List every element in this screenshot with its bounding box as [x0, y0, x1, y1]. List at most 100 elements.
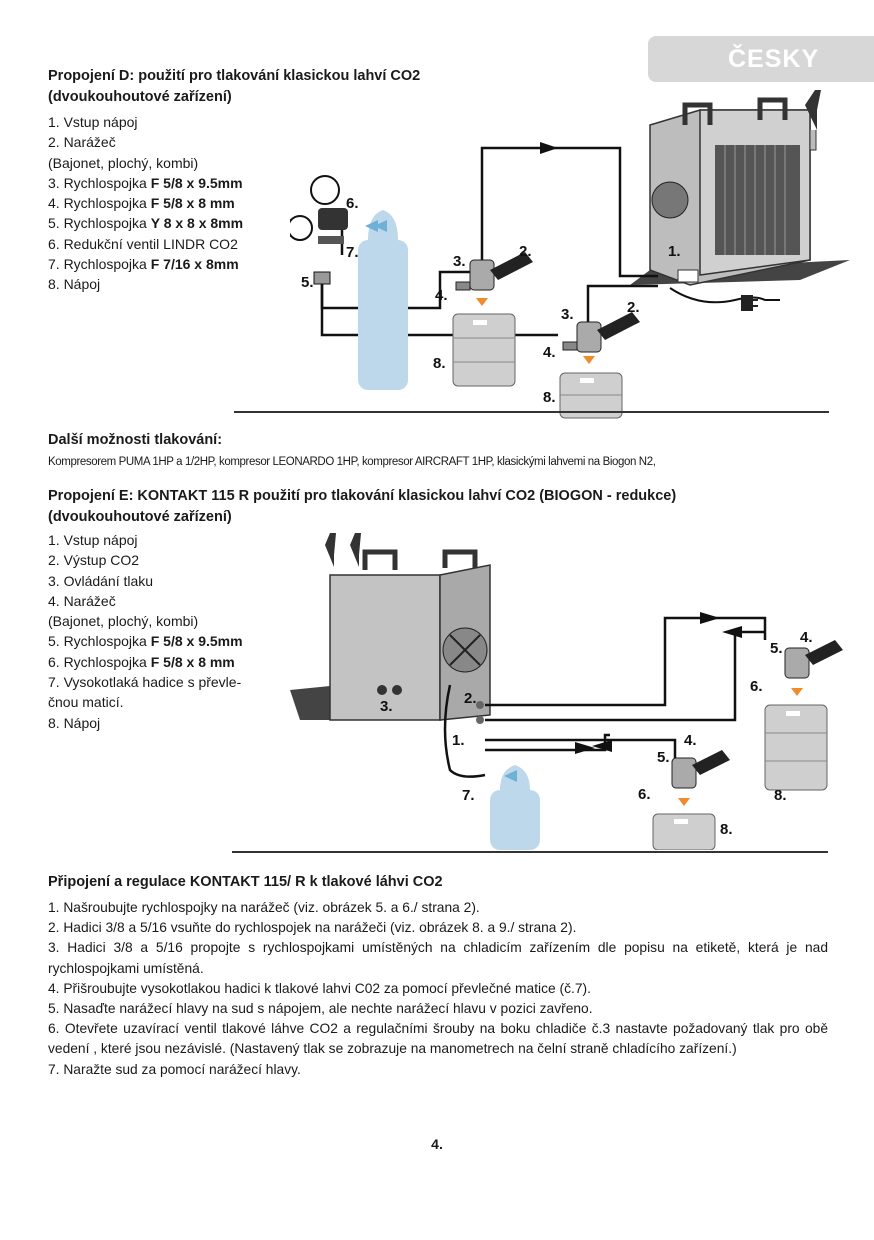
power-cable — [669, 287, 780, 304]
step-item: 7. Naražte sud za pomocí narážecí hlavy. — [48, 1061, 301, 1077]
diagram-d-label-4a: 4. — [435, 287, 448, 304]
power-plug-icon — [741, 295, 758, 311]
list-item-text: 7. Vysokotlaká hadice s převle- — [48, 674, 242, 691]
diagram-e-label-7: 7. — [462, 787, 475, 804]
list-item: 1. Vstup nápoj — [48, 530, 243, 550]
list-item-text: 7. Rychlospojka — [48, 256, 151, 273]
co2-bottle — [358, 210, 408, 390]
diagram-d-label-2a: 2. — [519, 243, 532, 260]
section-d-title-line1: Propojení D: použití pro tlakování klasi… — [48, 68, 421, 84]
diagram-d-label-5: 5. — [301, 274, 314, 291]
list-item-text: čnou maticí. — [48, 694, 124, 711]
list-item: (Bajonet, plochý, kombi) — [48, 153, 243, 173]
page-number: 4. — [431, 1136, 443, 1152]
list-item-text: 3. Ovládání tlaku — [48, 572, 154, 589]
step-item: 5. Nasaďte narážecí hlavy na sud s nápoj… — [48, 1001, 593, 1017]
list-item: 6. Redukční ventil LINDR CO2 — [48, 234, 243, 254]
keg-coupler — [784, 640, 843, 696]
list-item: 5. Rychlospojka Y 8 x 8 x 8mm — [48, 213, 243, 233]
list-item-text: 5. Rychlospojka — [48, 215, 151, 232]
y-coupling — [313, 271, 331, 285]
language-tab: ČESKY — [648, 36, 874, 82]
arrow-up-icon — [476, 298, 488, 306]
flow-arrows — [575, 612, 742, 754]
hoses — [443, 616, 767, 788]
diagram-d-label-3b: 3. — [561, 306, 574, 323]
connect-steps-list: 1. Našroubujte rychlospojky na narážeč (… — [48, 898, 828, 1080]
list-item: 7. Rychlospojka F 7/16 x 8mm — [48, 254, 243, 274]
pressure-knob — [377, 685, 387, 695]
diagram-e-label-8b: 8. — [720, 821, 733, 838]
diagram-e-label-5a: 5. — [770, 640, 783, 657]
step-item: 1. Našroubujte rychlospojky na narážeč (… — [48, 900, 480, 915]
step-item: 4. Přišroubujte vysokotlakou hadici k tl… — [48, 980, 591, 996]
divider — [232, 851, 828, 853]
handle-left — [362, 549, 398, 570]
step-item: 2. Hadici 3/8 a 5/16 vsuňte do rychlospo… — [48, 920, 577, 936]
pressure-knob — [392, 685, 402, 695]
list-item-text: 4. Rychlospojka — [48, 195, 151, 212]
handle-right — [442, 549, 478, 568]
fan-icon — [651, 181, 689, 219]
tap-icon — [350, 533, 361, 567]
list-item: 1. Vstup nápoj — [48, 112, 243, 132]
arrow-up-icon — [791, 688, 803, 696]
list-item: (Bajonet, plochý, kombi) — [48, 611, 243, 631]
cooler-grille — [715, 145, 800, 255]
list-item: 5. Rychlospojka F 5/8 x 9.5mm — [48, 631, 243, 651]
section-d-title-line2: (dvoukouhoutové zařízení) — [48, 89, 232, 105]
list-item-text: 2. Výstup CO2 — [48, 552, 140, 569]
list-item-text: 6. Rychlospojka — [48, 653, 151, 670]
diagram-d-label-7: 7. — [346, 244, 359, 261]
list-item: 3. Rychlospojka F 5/8 x 9.5mm — [48, 173, 243, 193]
diagram-e-label-1: 1. — [452, 732, 465, 749]
list-item-text: 5. Rychlospojka — [48, 633, 151, 650]
list-item-text: 8. Nápoj — [48, 714, 101, 731]
other-options-text: Kompresorem PUMA 1HP a 1/2HP, kompresor … — [48, 456, 656, 468]
keg-coupler — [562, 312, 640, 364]
list-item-spec: F 5/8 x 8 mm — [150, 195, 235, 212]
diagram-d-label-8a: 8. — [433, 355, 446, 372]
diagram-e-label-6a: 6. — [750, 678, 763, 695]
list-item-text: 4. Narážeč — [48, 592, 116, 609]
section-e-title: Propojení E: KONTAKT 115 R použití pro t… — [48, 486, 676, 528]
keg — [559, 372, 623, 419]
cooler-unit — [649, 90, 821, 286]
list-item-spec: F 5/8 x 8 mm — [150, 653, 235, 670]
section-e-parts-list: 1. Vstup nápoj 2. Výstup CO2 3. Ovládání t… — [48, 530, 243, 733]
tap-icon — [325, 533, 336, 567]
diagram-e-label-2: 2. — [464, 690, 477, 707]
list-item: 8. Nápoj — [48, 713, 243, 733]
list-item: čnou maticí. — [48, 692, 243, 712]
diagram-d-label-6: 6. — [346, 195, 359, 212]
list-item-spec: F 7/16 x 8mm — [150, 256, 239, 273]
diagram-d-label-8b: 8. — [543, 389, 556, 406]
connect-section-title: Připojení a regulace KONTAKT 115/ R k tl… — [48, 874, 443, 890]
gauge-icon — [290, 215, 313, 241]
diagram-d: 1. 2. 2. 3. 3. 4. 4. 5. 6. 7. 8. 8. — [290, 90, 850, 419]
cooler-unit — [325, 533, 491, 724]
diagram-e-label-8a: 8. — [774, 787, 787, 804]
diagram-e-label-6b: 6. — [638, 786, 651, 803]
list-item: 8. Nápoj — [48, 274, 243, 294]
step-item: 6. Otevřete uzavírací ventil tlakové láh… — [48, 1021, 828, 1057]
list-item-spec: F 5/8 x 9.5mm — [150, 174, 243, 191]
handle-right — [757, 97, 788, 120]
handle-left — [682, 102, 713, 125]
diagram-d-label-3a: 3. — [453, 253, 466, 270]
step-item: 3. Hadici 3/8 a 5/16 propojte s rychlosp… — [48, 940, 828, 976]
arrow-up-icon — [583, 356, 595, 364]
diagram-e-label-3: 3. — [380, 698, 393, 715]
tap-icon — [805, 90, 821, 130]
list-item: 2. Výstup CO2 — [48, 550, 243, 570]
diagram-d-label-1: 1. — [668, 243, 681, 260]
list-item: 7. Vysokotlaká hadice s převle- — [48, 672, 243, 692]
diagram-e-label-4a: 4. — [800, 629, 813, 646]
section-e-title-line2: (dvoukouhoutové zařízení) — [48, 509, 232, 525]
diagram-e: 1. 2. 3. 4. 4. 5. 5. 6. 6. 7. 8. 8. — [290, 533, 843, 850]
list-item-text: 2. Narážeč — [48, 134, 116, 151]
keg — [652, 813, 716, 850]
list-item: 6. Rychlospojka F 5/8 x 8 mm — [48, 652, 243, 672]
list-item-text: 1. Vstup nápoj — [48, 532, 138, 548]
list-item: 3. Ovládání tlaku — [48, 571, 243, 591]
